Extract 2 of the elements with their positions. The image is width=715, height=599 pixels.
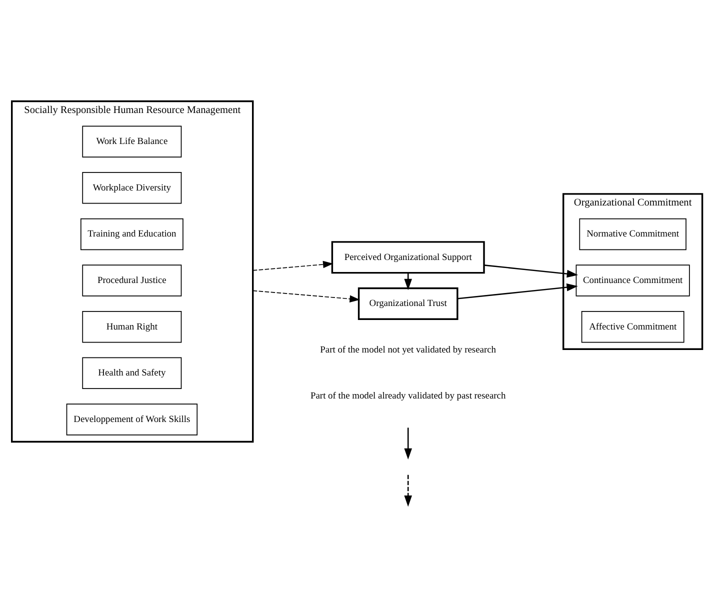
legend-label: Part of the model already validated by past research xyxy=(310,391,506,402)
legend-label: Part of the model not yet validated by research xyxy=(320,344,496,355)
